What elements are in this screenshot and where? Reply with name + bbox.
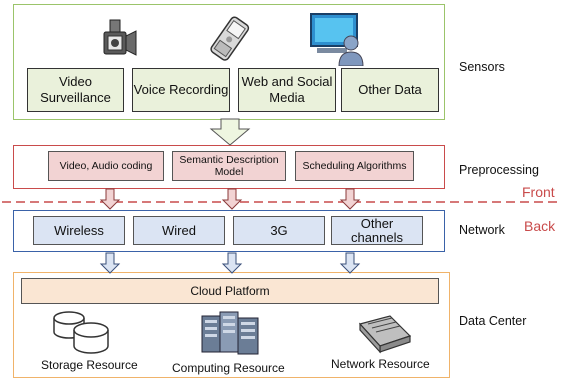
net-wired: Wired — [133, 216, 225, 245]
front-back-divider — [2, 201, 562, 203]
network-panel — [13, 210, 445, 252]
net-dc-arrow-3 — [339, 252, 361, 274]
sensor-web-social-media: Web and Social Media — [238, 68, 336, 112]
net-3g-label: 3G — [270, 222, 288, 238]
pre-semantic-description-model-label: Semantic Description Model — [179, 154, 279, 178]
pre-net-arrow-1 — [99, 188, 121, 210]
sensors-to-preprocessing-arrow — [209, 118, 251, 146]
network-to-datacenter-arrows — [99, 252, 361, 274]
layer-label-network: Network — [459, 223, 505, 237]
pre-video-audio-coding-label: Video, Audio coding — [59, 160, 153, 172]
sensor-web-social-media-label: Web and Social Media — [241, 74, 333, 105]
sensor-voice-recording: Voice Recording — [132, 68, 230, 112]
back-label: Back — [524, 218, 556, 234]
layer-label-data-center: Data Center — [459, 314, 527, 328]
pre-scheduling-algorithms-label: Scheduling Algorithms — [302, 160, 407, 172]
layer-label-preprocessing: Preprocessing — [459, 163, 539, 177]
net-wired-label: Wired — [162, 222, 196, 238]
sensor-video-surveillance-label: Video Surveillance — [40, 74, 111, 105]
cloud-platform: Cloud Platform — [21, 278, 439, 304]
pre-scheduling-algorithms: Scheduling Algorithms — [295, 151, 414, 181]
net-other-channels-label: Other channels — [350, 215, 404, 245]
computing-resource-label: Computing Resource — [172, 361, 285, 375]
front-label: Front — [522, 184, 555, 200]
net-wireless-label: Wireless — [54, 222, 104, 238]
computer-user-icon — [310, 13, 364, 66]
net-other-channels: Other channels — [331, 216, 423, 245]
video-camera-icon — [103, 19, 137, 56]
net-dc-arrow-2 — [221, 252, 243, 274]
sensor-voice-recording-label: Voice Recording — [133, 82, 229, 97]
preprocessing-to-network-arrows — [99, 188, 361, 210]
storage-resource-label: Storage Resource — [41, 358, 138, 372]
net-wireless: Wireless — [33, 216, 125, 245]
pre-net-arrow-2 — [221, 188, 243, 210]
sensor-video-surveillance: Video Surveillance — [27, 68, 124, 112]
network-switch-icon — [358, 315, 412, 354]
layer-label-sensors: Sensors — [459, 60, 505, 74]
net-dc-arrow-1 — [99, 252, 121, 274]
pre-semantic-description-model: Semantic Description Model — [172, 151, 286, 181]
phone-icon — [210, 16, 250, 61]
sensor-other-data: Other Data — [341, 68, 439, 112]
pre-video-audio-coding: Video, Audio coding — [48, 151, 164, 181]
net-3g: 3G — [233, 216, 325, 245]
pre-net-arrow-3 — [339, 188, 361, 210]
sensor-other-data-label: Other Data — [358, 82, 422, 97]
cloud-platform-label: Cloud Platform — [190, 284, 270, 298]
storage-disks-icon — [53, 311, 109, 354]
network-resource-label: Network Resource — [331, 357, 430, 371]
server-rack-icon — [201, 311, 259, 355]
